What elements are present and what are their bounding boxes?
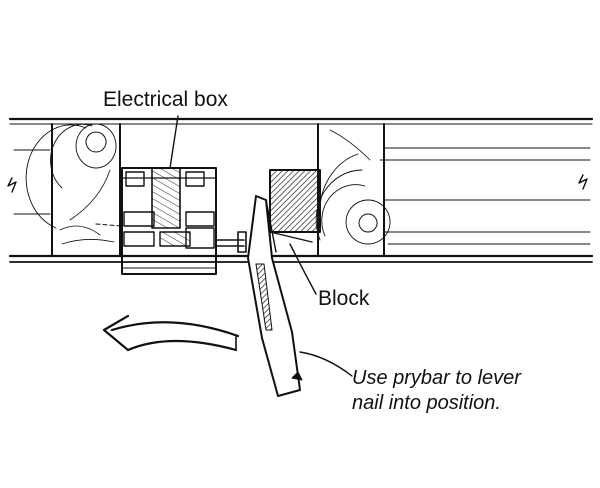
leader-lines [169, 115, 353, 377]
electrical-box-label: Electrical box [103, 88, 228, 111]
prybar [247, 195, 303, 397]
block [269, 169, 321, 245]
right-stud [315, 123, 391, 257]
electrical-box [95, 167, 217, 275]
block-label: Block [318, 287, 370, 310]
left-stud [25, 123, 121, 257]
nail [215, 231, 247, 253]
prybar-note: Use prybar to lever nail into position. [352, 366, 521, 416]
prybar-note-line-2: nail into position. [352, 392, 501, 414]
wall-section [7, 117, 594, 263]
prybar-note-line-1: Use prybar to lever [352, 367, 521, 389]
rotation-arrow [102, 314, 240, 352]
